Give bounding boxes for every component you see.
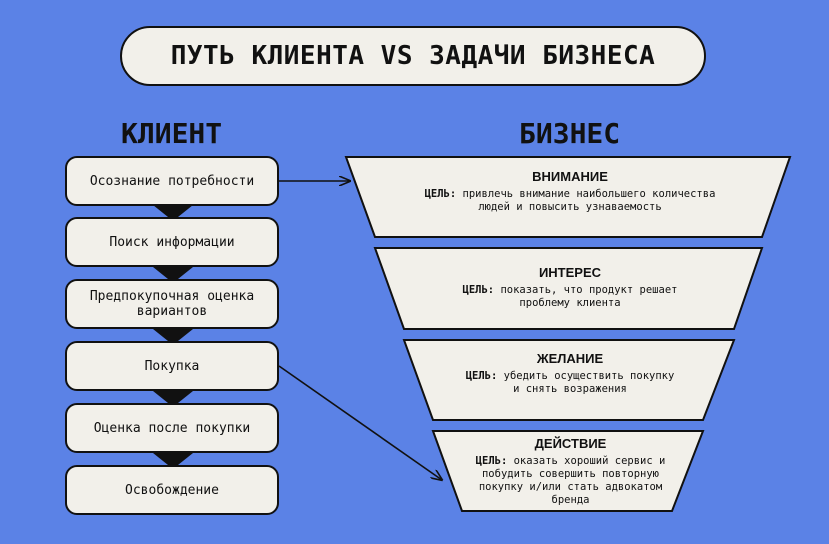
stage-action-title: ДЕЙСТВИЕ — [534, 436, 607, 451]
stage-desire-goal-label: ЦЕЛЬ: — [465, 370, 498, 382]
client-step-post-purchase: Оценка после покупки — [65, 403, 279, 453]
funnel-stage-interest — [373, 247, 764, 330]
stage-attention-goal: привлечь внимание наибольшего количества… — [462, 188, 716, 213]
funnel-stage-action — [431, 430, 705, 512]
stage-interest-goal-label: ЦЕЛЬ: — [462, 284, 495, 296]
client-column-header: КЛИЕНТ — [121, 117, 223, 150]
stage-desire-text: ЖЕЛАНИЕ ЦЕЛЬ: убедить осуществить покупк… — [465, 352, 675, 396]
stage-action-text: ДЕЙСТВИЕ ЦЕЛЬ: оказать хороший сервис и … — [458, 437, 683, 507]
page-title: ПУТЬ КЛИЕНТА VS ЗАДАЧИ БИЗНЕСА — [120, 26, 706, 86]
funnel-stage-desire — [402, 339, 736, 421]
client-step-evaluation: Предпокупочная оценка вариантов — [65, 279, 279, 329]
stage-interest-text: ИНТЕРЕС ЦЕЛЬ: показать, что продукт реша… — [460, 266, 680, 310]
business-column-header: БИЗНЕС — [519, 117, 621, 150]
stage-desire-goal: убедить осуществить покупку и снять возр… — [503, 370, 675, 395]
connector-arrow-bottom — [278, 365, 442, 480]
client-step-search: Поиск информации — [65, 217, 279, 267]
stage-interest-goal: показать, что продукт решает проблему кл… — [500, 284, 678, 309]
stage-desire-title: ЖЕЛАНИЕ — [536, 351, 604, 366]
stage-attention-text: ВНИМАНИЕ ЦЕЛЬ: привлечь внимание наиболь… — [415, 170, 725, 214]
stage-interest-title: ИНТЕРЕС — [538, 265, 602, 280]
stage-attention-title: ВНИМАНИЕ — [532, 169, 608, 184]
stage-action-goal-label: ЦЕЛЬ: — [475, 455, 508, 467]
stage-action-goal: оказать хороший сервис и побудить соверш… — [478, 455, 666, 506]
client-step-release: Освобождение — [65, 465, 279, 515]
client-step-purchase: Покупка — [65, 341, 279, 391]
stage-attention-goal-label: ЦЕЛЬ: — [424, 188, 457, 200]
client-step-awareness: Осознание потребности — [65, 156, 279, 206]
funnel-stage-attention — [344, 156, 792, 238]
